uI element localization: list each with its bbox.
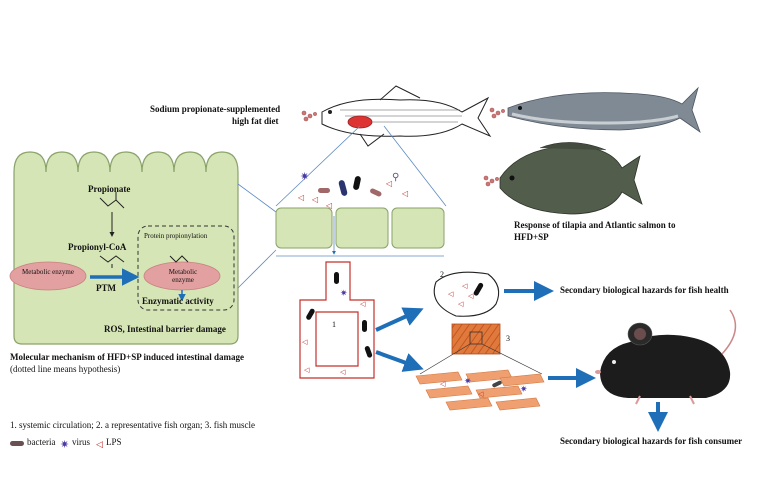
legend-virus-icon: ✷ [60, 439, 69, 451]
numbered-legend: 1. systemic circulation; 2. a representa… [10, 420, 256, 430]
svg-text:◁: ◁ [462, 282, 468, 290]
svg-text:◁: ◁ [302, 338, 308, 346]
salmon-icon [507, 86, 701, 134]
svg-text:✷: ✷ [300, 171, 309, 183]
propionyl-coa-label: Propionyl-CoA [68, 242, 127, 252]
muscle-zoom-line-left [419, 343, 471, 375]
svg-text:◁: ◁ [468, 292, 474, 300]
metabolic-enzyme-left [9, 261, 87, 291]
villus-cell-2 [335, 207, 389, 249]
response-line2: HFD+SP [514, 232, 549, 242]
legend-virus-label: virus [72, 437, 90, 447]
organ-contents: ◁ ◁ ◁ ◁ [448, 282, 484, 308]
gut-microbes: ✷ ◁ ◁ ◁ ◁ ◁ ⚲ [297, 171, 408, 210]
response-line1: Response of tilapia and Atlantic salmon … [514, 220, 676, 230]
svg-text:◁: ◁ [401, 189, 408, 198]
hypothesis-box [137, 225, 235, 311]
arrow-to-muscle [375, 350, 424, 372]
svg-text:✷: ✷ [520, 384, 528, 394]
svg-text:✷: ✷ [464, 376, 472, 386]
svg-text:◁: ◁ [478, 390, 484, 398]
diet-line2: high fat diet [232, 116, 279, 126]
mechanism-title: Molecular mechanism of HFD+SP induced in… [10, 352, 244, 362]
svg-text:◁: ◁ [360, 300, 366, 308]
propionyl-group-icon [169, 255, 189, 263]
metabolic-enzyme-right-label: Metabolic enzyme [168, 268, 198, 285]
svg-text:◁: ◁ [297, 193, 304, 202]
mouse-icon [595, 309, 737, 405]
svg-text:◁: ◁ [340, 368, 346, 376]
propionyl-coa-molecule-icon [99, 255, 125, 263]
enzymatic-activity-label: Enzymatic activity [142, 296, 214, 306]
label-number-2: 2 [440, 270, 444, 279]
svg-text:◁: ◁ [458, 300, 464, 308]
zoom-line-right [383, 125, 447, 207]
propionate-label: Propionate [88, 184, 131, 194]
svg-text:◁: ◁ [440, 380, 446, 388]
muscle-fibers [415, 369, 545, 411]
fish-consumer-hazard-label: Secondary biological hazards for fish co… [560, 436, 743, 446]
muscle-zoom-box [469, 331, 483, 345]
molecule-icon-1 [301, 110, 317, 122]
diet-line1: Sodium propionate-supplemented [150, 104, 281, 114]
muscle-contaminants: ✷ ✷ ◁ ◁ [440, 376, 528, 398]
villus-cell-3 [391, 207, 445, 249]
molecule-icon-2 [489, 107, 505, 119]
label-number-1: 1 [332, 320, 336, 329]
svg-text:◁: ◁ [311, 195, 318, 204]
legend-bacteria-label: bacteria [27, 437, 56, 447]
circulating-microbes: ✷ ◁ ◁ ◁ ◁ [302, 272, 373, 376]
ros-damage-label: ROS, Intestinal barrier damage [104, 324, 226, 334]
zoom-line-left [275, 125, 361, 207]
fish-organ [433, 271, 500, 317]
villus-cell-1 [275, 207, 333, 249]
legend-lps-label: LPS [106, 437, 122, 447]
blood-vessel [299, 261, 375, 379]
fish-health-hazard-label: Secondary biological hazards for fish he… [560, 285, 729, 295]
legend-lps-icon: ◁ [96, 439, 103, 449]
metabolic-enzyme-left-label: Metabolic enzyme [22, 268, 74, 276]
svg-text:◁: ◁ [304, 366, 310, 374]
zoom-line-cell-top [237, 183, 277, 213]
legend-bacteria-icon [10, 441, 24, 446]
protein-propionylation-label: Protein propionylation [144, 232, 208, 240]
mechanism-note: (dotted line means hypothesis) [10, 364, 121, 374]
tilapia-icon [499, 142, 643, 215]
zebrafish-icon [321, 85, 492, 147]
ptm-label: PTM [96, 283, 116, 293]
propionate-molecule-icon [99, 192, 125, 209]
svg-text:✷: ✷ [340, 288, 348, 298]
molecule-icon-3 [483, 175, 499, 187]
svg-text:⚲: ⚲ [392, 172, 399, 183]
svg-text:◁: ◁ [325, 201, 332, 210]
zoom-line-cell-bottom [237, 249, 277, 289]
svg-text:◁: ◁ [385, 179, 392, 188]
label-number-3: 3 [506, 334, 510, 343]
muscle-zoom-line-right [481, 343, 543, 375]
svg-text:◁: ◁ [448, 290, 454, 298]
arrow-to-organ [375, 307, 424, 332]
